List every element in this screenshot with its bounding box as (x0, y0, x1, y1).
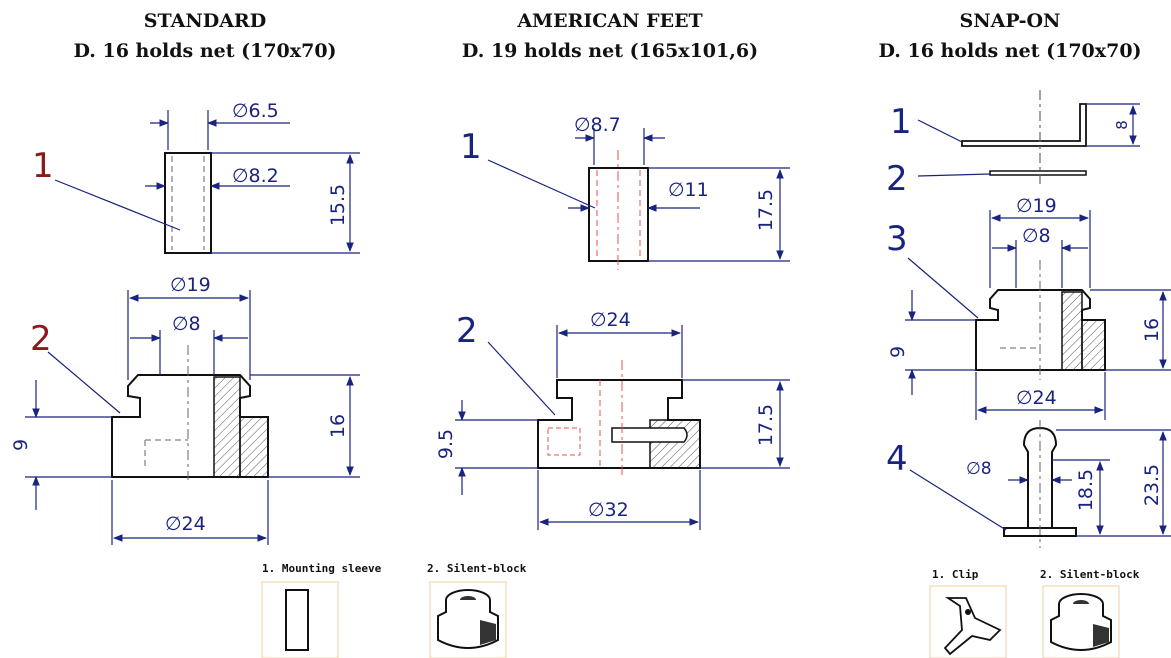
snap-block-top-dim: ∅19 (1016, 195, 1057, 217)
standard-sleeve (164, 152, 212, 254)
american-sleeve-dims (487, 128, 790, 262)
snap-part-2-caption: 2. Silent-block (1040, 568, 1140, 581)
snap-clip (961, 103, 1087, 176)
american-block-top-dim: ∅24 (590, 309, 631, 331)
snap-block-width-dim: ∅24 (1016, 387, 1057, 409)
snap-pin-total-dim: 23.5 (1141, 464, 1163, 506)
snap-block-bore-dim: ∅8 (1022, 225, 1051, 247)
standard-sleeve-inner-dim: ∅6.5 (232, 100, 279, 122)
american-title: AMERICAN FEET (517, 10, 703, 32)
snap-subtitle: D. 16 holds net (170x70) (878, 40, 1142, 62)
american-callout-1: 1 (460, 127, 482, 167)
silent-block-thumbnail (429, 581, 507, 658)
snap-title: SNAP-ON (959, 10, 1061, 32)
section-title-snap: SNAP-ON D. 16 holds net (170x70) (860, 6, 1160, 66)
standard-title: STANDARD (143, 10, 267, 32)
snap-block-base-dim: 9 (887, 346, 909, 358)
section-title-american: AMERICAN FEET D. 19 holds net (165x101,6… (450, 6, 770, 66)
standard-block-height-dim: 16 (327, 414, 349, 438)
standard-part-1-caption: 1. Mounting sleeve (262, 562, 382, 575)
snap-pin-length-dim: 18.5 (1075, 469, 1097, 511)
snap-clip-dims (917, 90, 1140, 185)
american-block-base-dim: 9.5 (435, 429, 457, 459)
snap-block-height-dim: 16 (1141, 318, 1163, 342)
snap-callout-3: 3 (886, 219, 908, 259)
section-title-standard: STANDARD D. 16 holds net (170x70) (60, 6, 350, 66)
american-block-height-dim: 17.5 (755, 404, 777, 446)
snap-part-1-caption: 1. Clip (932, 568, 979, 581)
snap-pin-dims (909, 429, 1171, 537)
american-sleeve-height-dim: 17.5 (755, 189, 777, 231)
american-block-width-dim: ∅32 (588, 499, 629, 521)
standard-block-width-dim: ∅24 (165, 513, 206, 535)
standard-callout-2: 2 (30, 319, 52, 359)
american-block-dims (455, 325, 790, 530)
snap-pin-dia-dim: ∅8 (966, 459, 992, 479)
snap-callout-1: 1 (890, 102, 912, 142)
standard-subtitle: D. 16 holds net (170x70) (73, 40, 337, 62)
clip-thumbnail (929, 585, 1007, 658)
standard-sleeve-dims (54, 110, 360, 254)
standard-sleeve-height-dim: 15.5 (327, 184, 349, 226)
american-silent-block (537, 360, 701, 475)
standard-block-bore-dim: ∅8 (172, 313, 201, 335)
american-callout-2: 2 (456, 311, 478, 351)
snap-callout-2: 2 (886, 159, 908, 199)
standard-block-top-dim: ∅19 (170, 274, 211, 296)
standard-sleeve-outer-dim: ∅8.2 (232, 165, 279, 187)
standard-silent-block (111, 345, 269, 480)
american-sleeve-outer-dim: ∅11 (668, 179, 709, 201)
american-subtitle: D. 19 holds net (165x101,6) (461, 40, 759, 62)
standard-block-dims (25, 290, 360, 545)
snap-block-dims (905, 210, 1171, 420)
snap-silent-block (975, 260, 1106, 380)
american-sleeve-inner-dim: ∅8.7 (574, 114, 621, 136)
american-sleeve (588, 150, 649, 270)
standard-part-2-caption: 2. Silent-block (427, 562, 527, 575)
snap-pin (1003, 420, 1077, 548)
mounting-sleeve-thumbnail (261, 581, 339, 658)
snap-clip-height-dim: 8 (1113, 120, 1131, 130)
snap-silent-block-thumbnail (1042, 585, 1120, 658)
snap-callout-4: 4 (886, 439, 908, 479)
standard-callout-1: 1 (32, 146, 54, 186)
standard-block-base-dim: 9 (10, 439, 32, 451)
